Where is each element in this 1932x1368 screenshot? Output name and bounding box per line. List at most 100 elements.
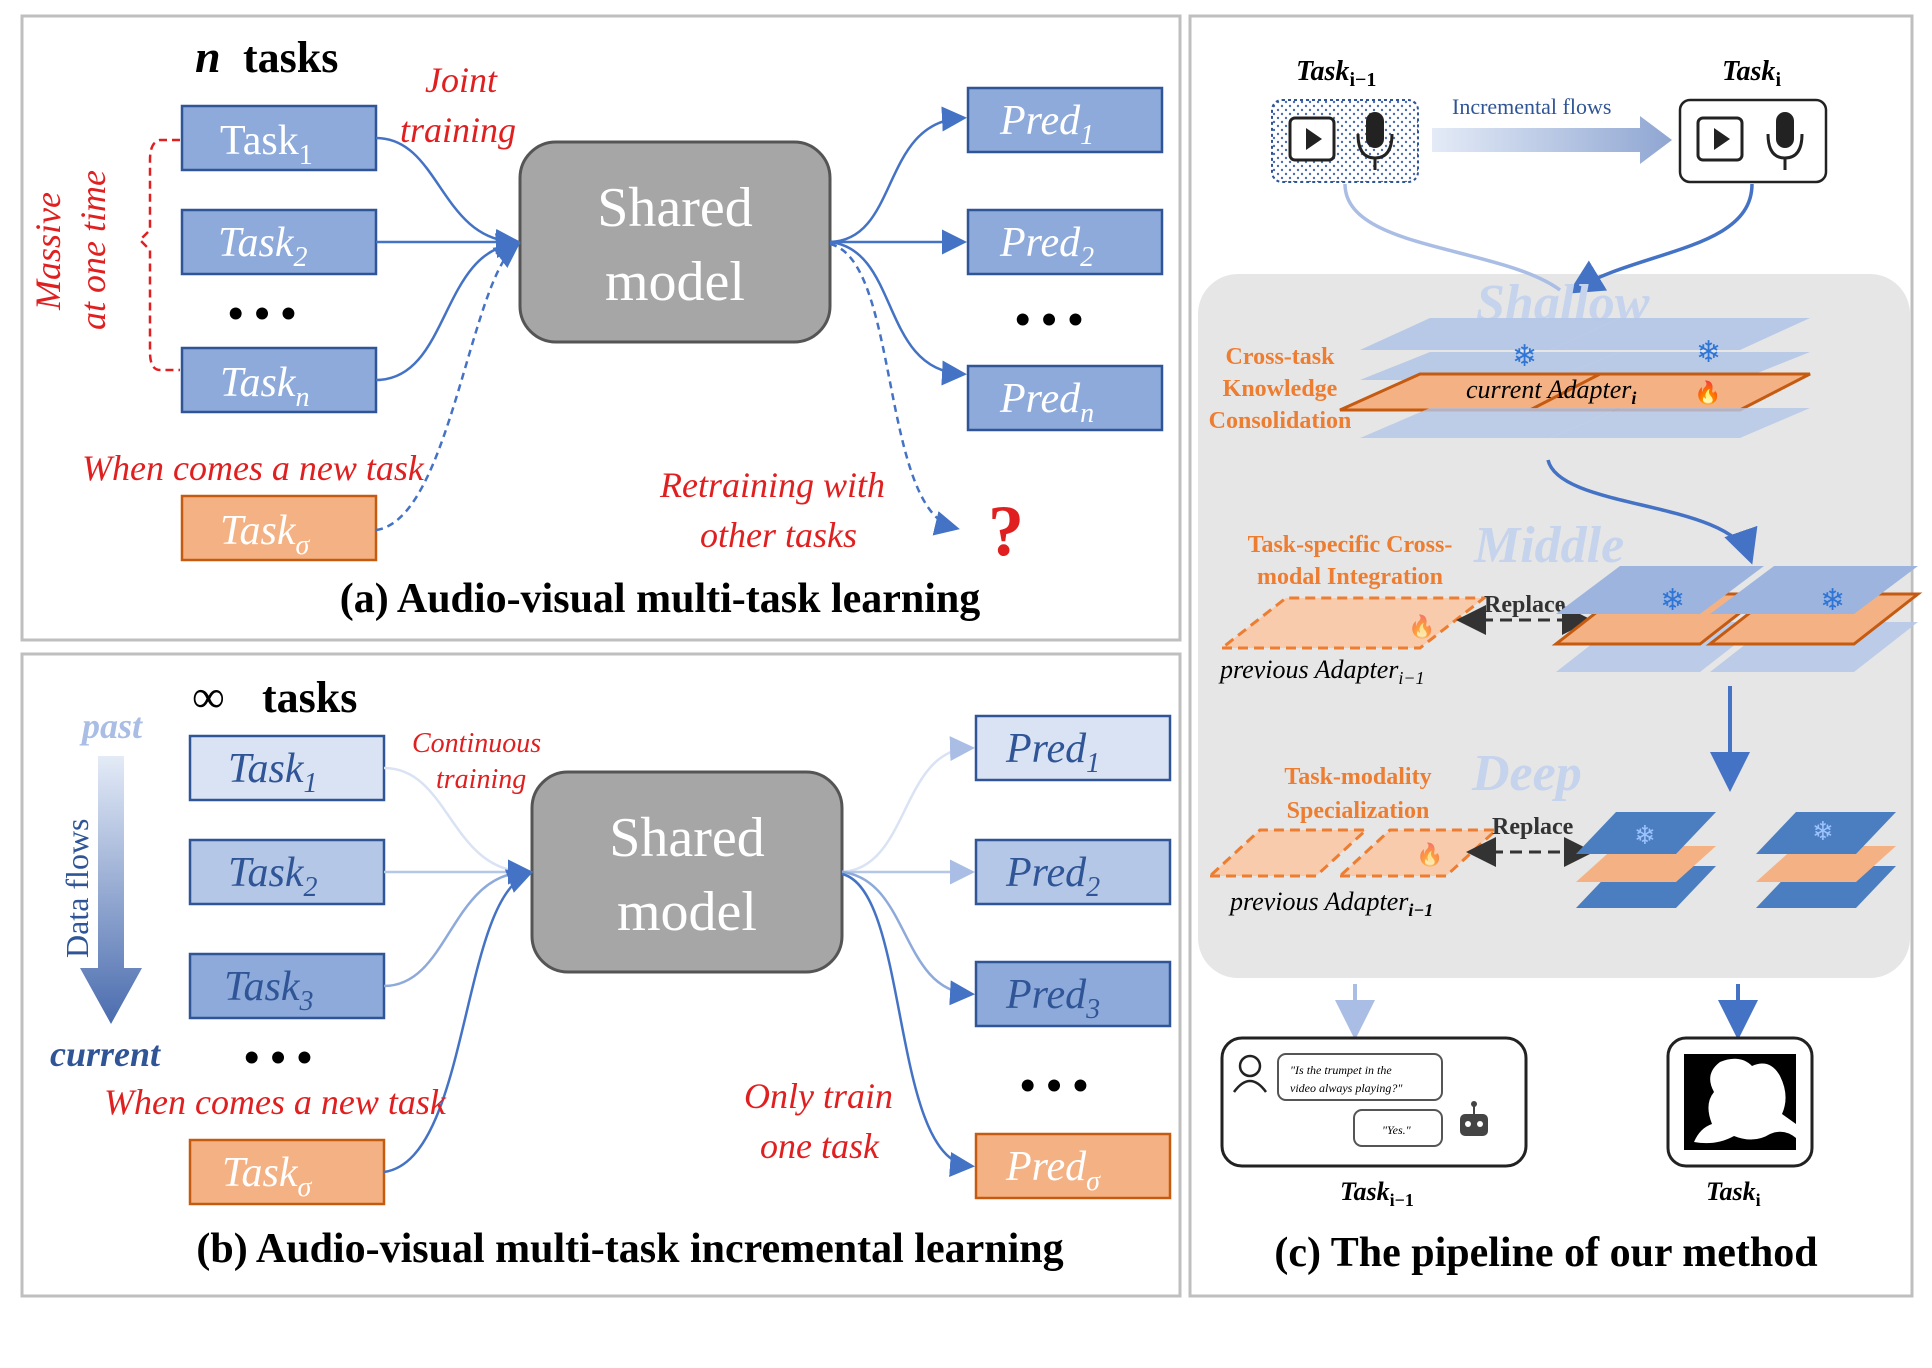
- incremental-flow-arrow: [1432, 116, 1672, 164]
- question-bubble-text-1: "Is the trumpet in the: [1290, 1063, 1392, 1077]
- data-flows-label: Data flows: [59, 818, 95, 958]
- arrow-model-retrain: [829, 242, 960, 536]
- arrow-cur-to-shallow: [1568, 183, 1754, 294]
- shallow-desc-3: Consolidation: [1209, 408, 1352, 434]
- current-label: current: [50, 1034, 161, 1074]
- panel-b-frame: [20, 652, 1182, 1298]
- arrow-model-pred1: [829, 106, 967, 244]
- incremental-flows-label: Incremental flows: [1452, 94, 1611, 119]
- panel-a-heading-n: n: [195, 31, 221, 82]
- panel-a-shared-model: Shared model: [518, 140, 832, 344]
- panel-b-heading-infinity: ∞: [192, 671, 225, 722]
- b-arrow-tasksigma: [383, 869, 533, 1174]
- deep-replace-label: Replace: [1492, 814, 1574, 840]
- b-pred-box-3: Pred3: [974, 960, 1172, 1028]
- task-box-sigma: Taskσ: [180, 494, 378, 562]
- prev-task-media-box: [1271, 99, 1419, 183]
- deep-prev-adapter-label: previous Adapteri−1: [1228, 887, 1433, 920]
- panel-b-task-ellipsis: • • •: [244, 1033, 312, 1082]
- segmentation-mask-shape: [1694, 1058, 1796, 1144]
- data-flow-arrow: [80, 756, 142, 1024]
- middle-prev-adapter: 🔥: [1217, 596, 1489, 650]
- svg-text:model: model: [605, 251, 745, 313]
- shallow-desc-1: Cross-task: [1226, 344, 1336, 370]
- retraining-1: Retraining with: [659, 465, 885, 505]
- arrow-prev-to-shallow: [1343, 183, 1562, 292]
- panel-a-pred-ellipsis: • • •: [1015, 295, 1083, 344]
- massive-label-1: Massive: [28, 192, 68, 311]
- massive-label-2: at one time: [73, 170, 113, 330]
- qa-task-label: Taski−1: [1340, 1177, 1414, 1210]
- task-box-n: Taskn: [180, 346, 378, 414]
- deep-adapter-stack: ❄ ❄: [1576, 812, 1896, 908]
- panel-b-shared-model: Shared model: [530, 770, 844, 974]
- svg-text:Predσ: Predσ: [1005, 1144, 1101, 1197]
- panel-a-frame: [20, 14, 1182, 642]
- panel-a-caption: (a) Audio-visual multi-task learning: [340, 576, 981, 622]
- svg-text:Shared: Shared: [609, 807, 765, 869]
- b-task-box-3: Task3: [188, 952, 386, 1020]
- panel-c-caption: (c) The pipeline of our method: [1274, 1230, 1817, 1276]
- continuous-training-1: Continuous: [412, 728, 541, 759]
- svg-text:Taskσ: Taskσ: [222, 1150, 313, 1203]
- middle-replace-label: Replace: [1484, 592, 1566, 618]
- deep-desc-2: Specialization: [1287, 798, 1430, 824]
- middle-prev-adapter-label: previous Adapteri−1: [1218, 655, 1425, 688]
- svg-text:Task2: Task2: [228, 850, 318, 903]
- continuous-training-2: training: [436, 764, 526, 795]
- svg-text:Taskσ: Taskσ: [220, 508, 311, 561]
- b-arrow-task3: [383, 859, 533, 988]
- panel-b-heading-tasks: tasks: [262, 673, 357, 722]
- b-arrow-pred3: [841, 870, 975, 1006]
- arrow-tasksigma-model: [375, 243, 521, 532]
- joint-training-2: training: [400, 110, 516, 150]
- massive-bracket: [138, 138, 180, 372]
- task-box-2: Task2: [180, 208, 378, 276]
- only-train-1: Only train: [744, 1076, 893, 1116]
- question-bubble-text-2: video always playing?": [1290, 1081, 1403, 1095]
- snowflake-icon-5: ❄: [1634, 821, 1656, 850]
- task-cur-label: Taski: [1722, 56, 1781, 91]
- middle-adapter-stack: ❄ ❄: [1551, 566, 1923, 672]
- answer-bubble-text: "Yes.": [1382, 1123, 1412, 1137]
- deep-desc-1: Task-modality: [1284, 764, 1431, 790]
- panel-c-frame: [1188, 14, 1914, 1298]
- svg-text:Taskn: Taskn: [220, 360, 310, 413]
- b-arrow-task1: [383, 766, 533, 885]
- deep-label: Deep: [1471, 745, 1582, 802]
- svg-text:Task3: Task3: [224, 964, 314, 1017]
- past-label: past: [79, 706, 143, 746]
- b-arrow-predsigma: [841, 872, 975, 1177]
- pred-box-1: Pred1: [966, 86, 1164, 154]
- answer-bubble: [1353, 1109, 1443, 1147]
- b-task-box-2: Task2: [188, 838, 386, 906]
- task-prev-label: Taski−1: [1296, 56, 1376, 91]
- arrow-taskn-model: [375, 233, 521, 382]
- arrow-model-predn: [829, 240, 967, 386]
- b-arrow-pred1: [841, 736, 975, 874]
- microphone-icon: [1366, 112, 1384, 148]
- task-box-1: Task1: [180, 104, 378, 172]
- svg-text:Task1: Task1: [228, 746, 318, 799]
- b-pred-box-2: Pred2: [974, 838, 1172, 906]
- user-icon: [1232, 1054, 1268, 1093]
- svg-text:Predn: Predn: [999, 376, 1094, 429]
- deep-prev-adapters: 🔥: [1206, 828, 1500, 878]
- pred-box-2: Pred2: [966, 208, 1164, 276]
- panel-b-pred-ellipsis: • • •: [1020, 1061, 1088, 1110]
- cur-task-media-box: [1678, 98, 1828, 184]
- question-bubble: [1277, 1053, 1443, 1101]
- snowflake-icon-3: ❄: [1660, 584, 1685, 617]
- segmentation-output-box: [1666, 1036, 1814, 1168]
- svg-text:Pred2: Pred2: [1005, 850, 1100, 903]
- only-train-2: one task: [760, 1126, 880, 1166]
- flame-icon-deep: 🔥: [1416, 842, 1443, 867]
- b-pred-box-1: Pred1: [974, 714, 1172, 782]
- snowflake-icon-6: ❄: [1812, 817, 1834, 846]
- retraining-2: other tasks: [700, 515, 857, 555]
- shallow-desc-2: Knowledge: [1223, 376, 1338, 402]
- b-task-box-1: Task1: [188, 734, 386, 802]
- svg-text:Pred2: Pred2: [999, 220, 1094, 273]
- joint-training-1: Joint: [425, 60, 498, 100]
